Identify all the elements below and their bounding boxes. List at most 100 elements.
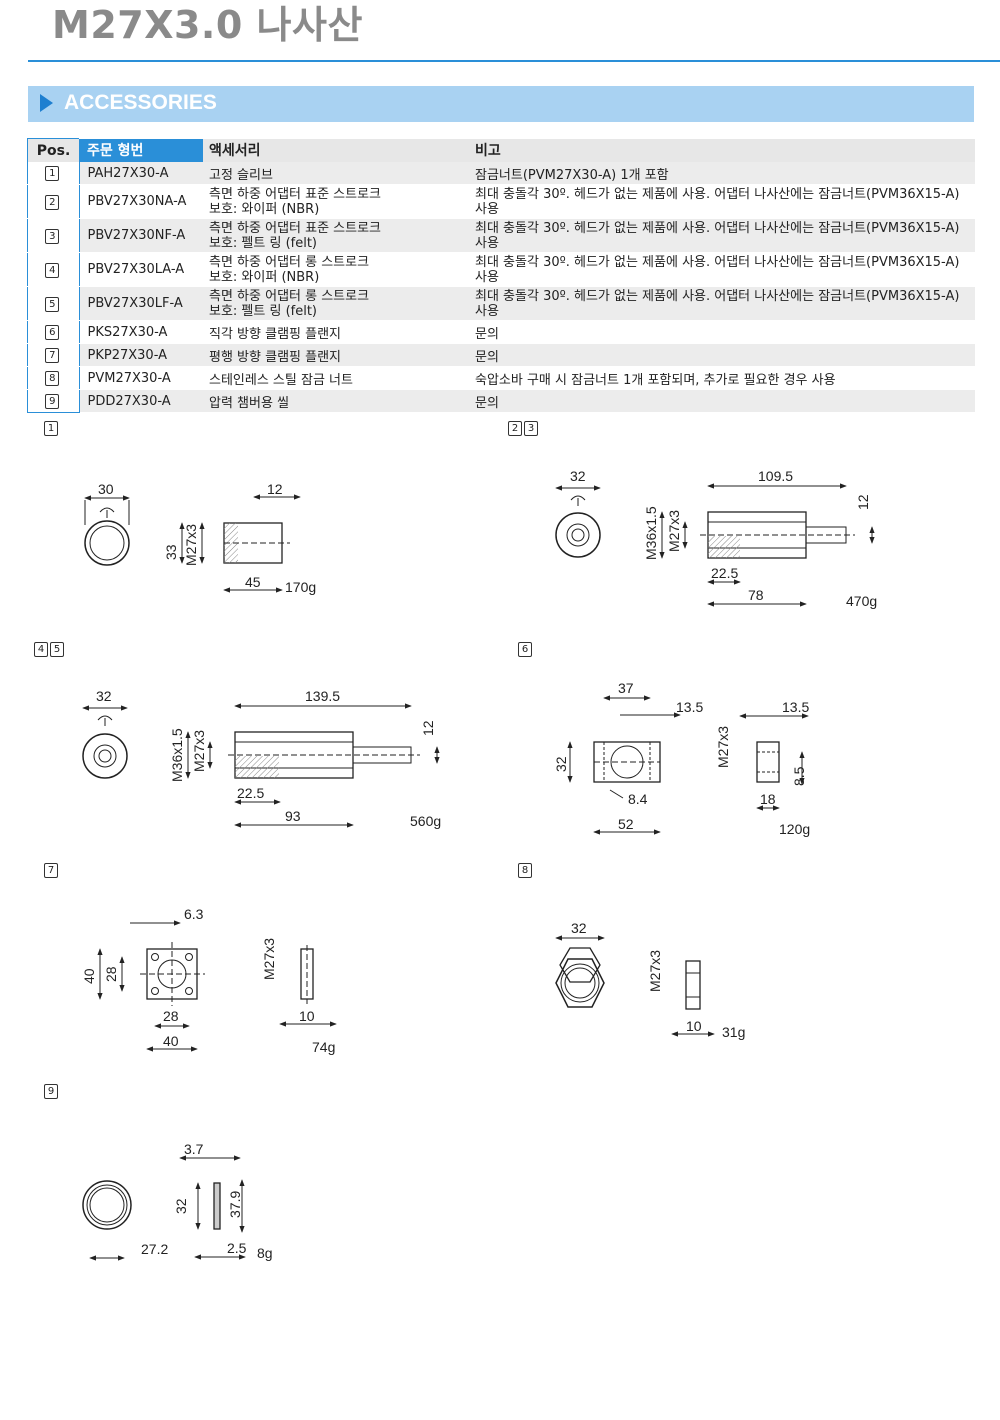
d7-c: 28: [103, 966, 119, 982]
row-order: PKP27X30-A: [79, 343, 203, 367]
d9-e: 2.5: [227, 1240, 247, 1256]
d45-b: 139.5: [305, 688, 340, 704]
tag-d1: 1: [44, 420, 60, 436]
d9-weight: 8g: [257, 1245, 273, 1261]
drawing-9: [82, 1155, 246, 1261]
row-note: 문의: [469, 320, 975, 344]
d45-weight: 560g: [410, 813, 441, 829]
row-accessory: 고정 슬리브: [203, 162, 469, 185]
section-banner: ACCESSORIES: [28, 86, 974, 122]
row-order: PBV27X30NF-A: [79, 218, 203, 253]
d45-g: 93: [285, 808, 301, 824]
d7-weight: 74g: [312, 1039, 335, 1055]
d45-f: 22.5: [237, 785, 264, 801]
row-pos: 6: [27, 320, 80, 344]
row-note: 최대 충돌각 30º. 헤드가 없는 제품에 사용. 어댑터 나사산에는 잠금너…: [469, 184, 975, 219]
d9-a: 3.7: [184, 1141, 204, 1157]
header-accessory: 액세서리: [203, 138, 469, 162]
row-note: 문의: [469, 343, 975, 367]
d23-a: 32: [570, 468, 586, 484]
row-order: PBV27X30LA-A: [79, 252, 203, 287]
d6-i: 18: [760, 791, 776, 807]
row-pos: 9: [27, 389, 80, 413]
d7-a: 6.3: [184, 906, 204, 922]
d23-b: 109.5: [758, 468, 793, 484]
d45-e: 12: [420, 720, 436, 736]
pos-number-badge: 9: [45, 394, 60, 409]
d9-d: 27.2: [141, 1241, 168, 1257]
header-note: 비고: [469, 138, 975, 162]
row-accessory: 측면 하중 어댑터 표준 스트로크 보호: 와이퍼 (NBR): [203, 184, 469, 219]
title-rule: [28, 60, 1000, 62]
row-order: PVM27X30-A: [79, 366, 203, 390]
row-accessory: 측면 하중 어댑터 표준 스트로크 보호: 펠트 링 (felt): [203, 218, 469, 253]
d1-c: 33: [163, 544, 179, 560]
table-header-row: Pos. 주문 형번 액세서리 비고: [27, 138, 975, 162]
tag-d7: 7: [44, 862, 60, 878]
d6-d: 8.4: [628, 791, 648, 807]
row-order: PKS27X30-A: [79, 320, 203, 344]
d8-c: 10: [686, 1018, 702, 1034]
row-note: 문의: [469, 389, 975, 413]
d23-f: 22.5: [711, 565, 738, 581]
d1-a: 30: [98, 481, 114, 497]
pos-number-badge: 4: [45, 262, 60, 278]
pos-number-badge: 7: [45, 348, 60, 363]
row-order: PAH27X30-A: [79, 162, 203, 185]
d9-c: 37.9: [227, 1191, 243, 1218]
d8-b: M27x3: [647, 950, 663, 992]
d7-e: 40: [163, 1033, 179, 1049]
pos-number-badge: 1: [45, 166, 60, 181]
d6-weight: 120g: [779, 821, 810, 837]
d23-e: 12: [855, 494, 871, 510]
row-accessory: 직각 방향 클램핑 플랜지: [203, 320, 469, 344]
row-accessory: 측면 하중 어댑터 롱 스트로크 보호: 와이퍼 (NBR): [203, 252, 469, 287]
d7-b: 40: [81, 968, 97, 984]
pos-number-badge: 2: [45, 194, 60, 210]
d7-g: 10: [299, 1008, 315, 1024]
row-pos: 2: [27, 184, 80, 219]
d23-weight: 470g: [846, 593, 877, 609]
row-note: 잠금너트(PVM27X30-A) 1개 포함: [469, 162, 975, 185]
header-order: 주문 형번: [79, 138, 203, 162]
d45-d: M27x3: [191, 730, 207, 772]
d7-f: M27x3: [261, 938, 277, 980]
tag-d6: 6: [518, 641, 534, 657]
d1-weight: 170g: [285, 579, 316, 595]
tag-d8: 8: [518, 862, 534, 878]
row-pos: 3: [27, 218, 80, 253]
d6-c: 32: [553, 756, 569, 772]
pos-number-badge: 6: [45, 325, 60, 340]
drawing-1: [84, 494, 301, 593]
drawing-4-5: [82, 703, 440, 828]
d1-b: 12: [267, 481, 283, 497]
row-accessory: 스테인레스 스틸 잠금 너트: [203, 366, 469, 390]
drawing-8: [555, 935, 715, 1037]
d6-h: 8.5: [791, 766, 807, 786]
drawing-7: [97, 920, 337, 1052]
row-note: 최대 충돌각 30º. 헤드가 없는 제품에 사용. 어댑터 나사산에는 잠금너…: [469, 286, 975, 321]
d6-b: 13.5: [676, 699, 703, 715]
row-pos: 5: [27, 286, 80, 321]
d23-d: M27x3: [666, 510, 682, 552]
row-accessory: 압력 챔버용 씰: [203, 389, 469, 413]
tag-d9: 9: [44, 1083, 60, 1099]
d8-weight: 31g: [722, 1024, 745, 1040]
header-pos: Pos.: [27, 138, 79, 162]
row-pos: 7: [27, 343, 80, 367]
row-note: 최대 충돌각 30º. 헤드가 없는 제품에 사용. 어댑터 나사산에는 잠금너…: [469, 252, 975, 287]
drawing-2-3: [555, 483, 875, 607]
